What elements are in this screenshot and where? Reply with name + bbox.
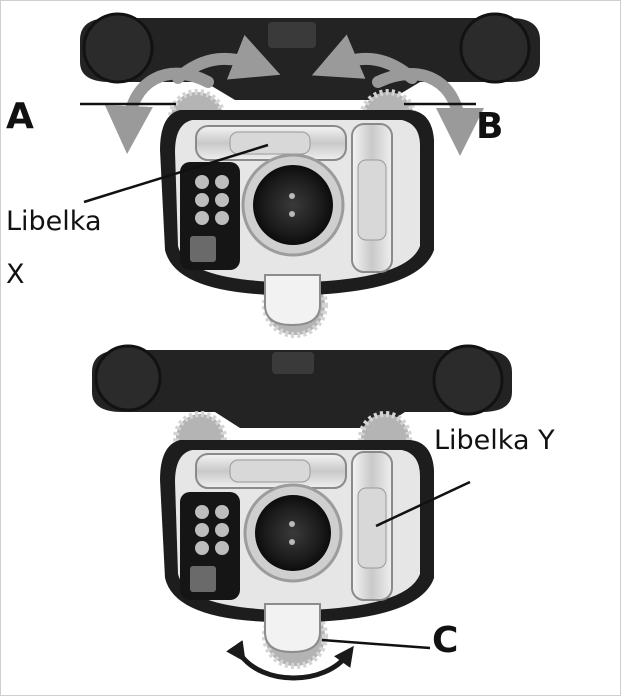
- label-libelka-x-line1: Libelka: [6, 206, 102, 237]
- foot-screw-cap-right-bottom: [432, 344, 504, 416]
- arrow-b-rotate: [372, 68, 484, 156]
- label-libelka-y: Libelka Y: [434, 425, 555, 456]
- center-mount-bottom: [272, 352, 314, 374]
- label-a: A: [6, 96, 34, 137]
- focus-knob-bottom: [264, 603, 321, 654]
- foot-screw-cap-right: [459, 12, 531, 84]
- instrument-top: [80, 12, 540, 338]
- instrument-bottom: [92, 344, 512, 681]
- tribrach-bar-bottom: [92, 350, 512, 428]
- foot-screw-cap-left: [82, 12, 154, 84]
- arrow-b-inward: [311, 34, 418, 84]
- label-b: B: [476, 106, 504, 147]
- foot-screw-cap-left-bottom: [94, 344, 162, 412]
- leader-libelka-y: [375, 480, 471, 528]
- leader-c: [321, 638, 431, 650]
- arrow-a-inward: [172, 34, 281, 84]
- focus-knob-top: [264, 274, 321, 327]
- label-c: C: [432, 620, 459, 661]
- center-mount-top: [268, 22, 316, 48]
- label-libelka-x-line2: X: [6, 259, 25, 290]
- arrow-a-rotate: [104, 67, 214, 154]
- arrow-c-rotate: [226, 640, 354, 681]
- leader-libelka-x: [83, 143, 269, 204]
